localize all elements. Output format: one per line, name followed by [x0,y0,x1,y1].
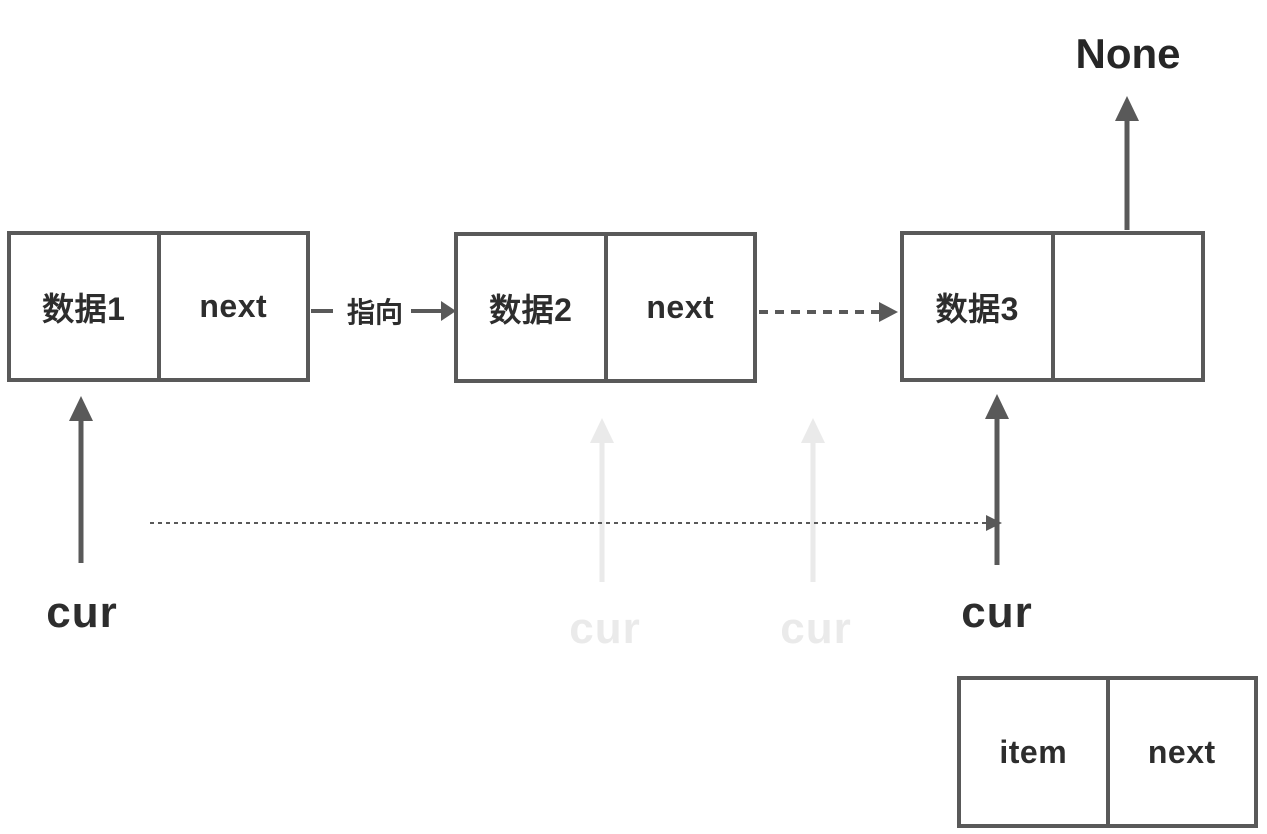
arrow-shaft [994,414,1000,565]
cur-label-left: cur [46,588,118,637]
cur-label-faded-2: cur [780,604,852,653]
cur-arrow-left-icon [69,396,93,563]
cur-move-dotted-arrow-icon [150,515,1002,531]
none-label: None [1075,30,1181,77]
legend-box: item next [957,676,1258,828]
node-1-data-cell: 数据1 [11,235,161,378]
cur-arrow-right-icon [985,394,1009,565]
node-2-data-cell: 数据2 [458,236,608,379]
node-1: 数据1 next [7,231,310,382]
legend-item-cell: item [961,680,1110,824]
arrow-shaft [599,438,605,582]
arrow-shaft [810,438,816,582]
dashed-next-arrow-icon [759,302,898,322]
none-arrow-icon [1115,96,1139,230]
pointer-label: 指向 [346,297,403,328]
node-2-next-cell: next [646,289,715,325]
node-1-next-cell: next [199,288,268,324]
cur-arrow-faded-2-icon [801,418,825,582]
arrow-shaft [1124,116,1130,230]
node-3-next-cell [1055,235,1202,378]
node-3: 数据3 [900,231,1205,382]
node-3-data-cell: 数据3 [904,235,1055,378]
arrow-shaft [78,416,84,563]
pointer-connector-dash [311,309,333,313]
pointer-arrow-icon [411,301,456,321]
cur-arrow-faded-1-icon [590,418,614,582]
cur-label-faded-1: cur [569,604,641,653]
legend-next-cell: next [1147,733,1216,770]
node-2: 数据2 next [454,232,757,383]
cur-label-right: cur [961,588,1033,637]
